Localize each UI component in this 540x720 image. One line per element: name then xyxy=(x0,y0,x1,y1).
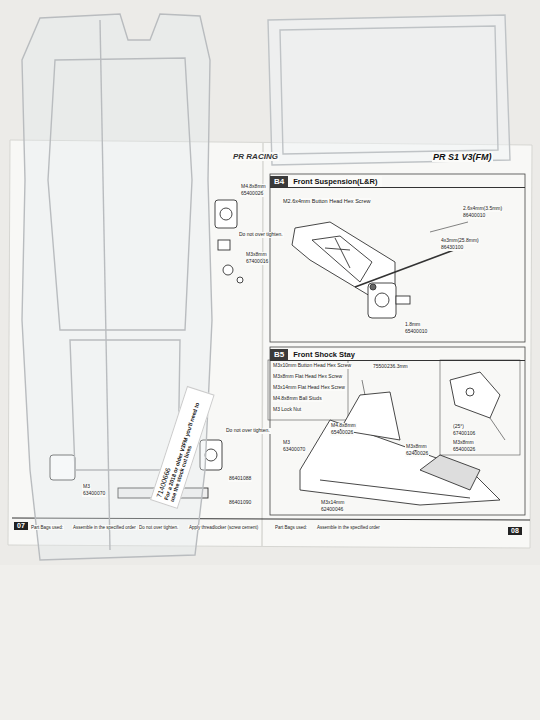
part-name: M2.6x4mm Button Head Hex Screw xyxy=(282,198,371,204)
dimension: 1.8mm xyxy=(404,322,421,328)
footer-note: Part Bags used: xyxy=(274,525,308,530)
part-number: 86400010 xyxy=(462,213,486,219)
step-number: B5 xyxy=(270,349,288,360)
part-name: M4.8x8mm xyxy=(240,184,267,190)
note: Do not over tighten. xyxy=(225,428,271,434)
part-number: 65400010 xyxy=(404,329,428,335)
note: Do not over tighten. xyxy=(238,232,284,238)
part-number: 65400026 xyxy=(240,191,264,197)
hub-carrier xyxy=(368,283,410,318)
part-name: M3 Lock Nut xyxy=(272,407,302,413)
model-name: PR S1 V3(FM) xyxy=(432,152,493,162)
part-number: 63400070 xyxy=(82,491,106,497)
brand-logo: PR RACING xyxy=(232,152,279,161)
page-number: 07 xyxy=(14,522,28,530)
part-number: 65400026 xyxy=(452,447,476,453)
footer-note: Apply threadlocker (screw cement) xyxy=(188,525,259,530)
part-name: M3x14mm Flat Head Hex Screw xyxy=(272,385,346,391)
page-fold xyxy=(262,143,263,547)
angle: (25°) xyxy=(452,424,465,430)
footer-note: Part Bags used: xyxy=(30,525,64,530)
screw-hint xyxy=(430,222,468,232)
detail-box xyxy=(440,360,520,455)
part-number: 67400016 xyxy=(245,259,269,265)
part-name: M4.8x8mm Ball Studs xyxy=(272,396,323,402)
part-number: 62400046 xyxy=(320,507,344,513)
part-name: M3x8mm Flat Head Hex Screw xyxy=(272,374,343,380)
dimension: 4x3mm(25.8mm) xyxy=(440,238,480,244)
shock-stay-detail xyxy=(450,372,505,440)
dimension: 75500236.3mm xyxy=(372,364,409,370)
footer-note: Assemble in the specified order xyxy=(72,525,137,530)
part-number: 65400026 xyxy=(330,430,354,436)
part-name: M3 xyxy=(282,440,291,446)
footer-note: Assemble in the specified order xyxy=(316,525,381,530)
part-name: M3 xyxy=(82,484,91,490)
hinge-pin xyxy=(355,247,462,287)
part-name: M4.8x8mm xyxy=(330,423,357,429)
page-number: 08 xyxy=(508,527,522,535)
part-name: M3x10mm Button Head Hex Screw xyxy=(272,363,352,369)
step-number: B4 xyxy=(270,176,288,187)
footer-note: Do not over tighten. xyxy=(138,525,179,530)
step-title: Front Shock Stay xyxy=(288,349,360,360)
step-title: Front Suspension(L&R) xyxy=(288,176,382,187)
part-name: M3x8mm xyxy=(452,440,475,446)
clear-window-sheet xyxy=(268,15,510,165)
part-number: 86430100 xyxy=(440,245,464,251)
part-number: 67400106 xyxy=(452,431,476,437)
part-name: M3x8mm xyxy=(245,252,268,258)
part-number: 86401090 xyxy=(228,500,252,506)
table-surface xyxy=(0,565,540,720)
parts-list-box xyxy=(268,360,348,420)
part-number: 63400070 xyxy=(282,447,306,453)
part-name: M3x14mm xyxy=(320,500,345,506)
step-header: B5Front Shock Stay xyxy=(270,349,525,361)
step-frame xyxy=(270,347,525,515)
step-frame xyxy=(270,174,525,342)
dimension: 2.6x4mm(3.5mm) xyxy=(462,206,503,212)
part-number: 62400026 xyxy=(405,451,429,457)
part-number: 86401088 xyxy=(228,476,252,482)
part-name: M3x8mm xyxy=(405,444,428,450)
step-header: B4Front Suspension(L&R) xyxy=(270,176,525,188)
